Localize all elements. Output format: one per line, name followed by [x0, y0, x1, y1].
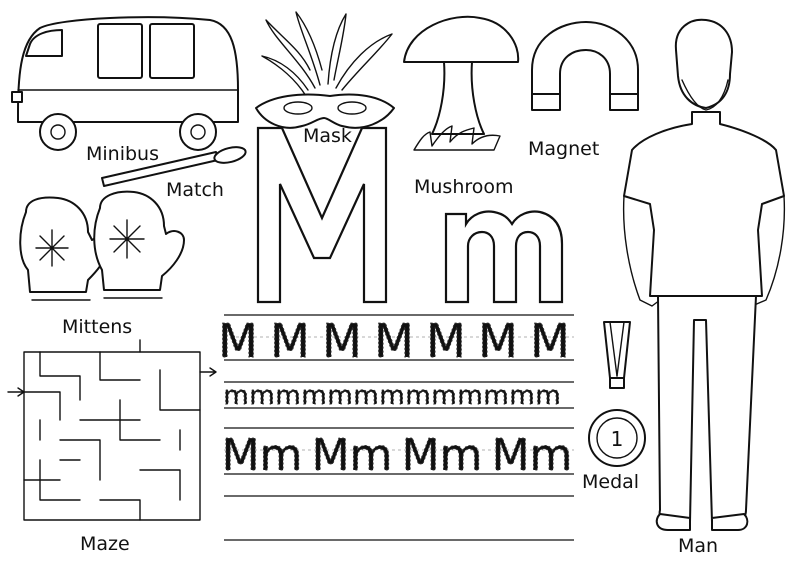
- magnet-illustration: [531, 21, 639, 111]
- big-uppercase-letter: [256, 126, 388, 304]
- minibus-illustration: [11, 16, 239, 151]
- mittens-illustration: [19, 190, 185, 301]
- tracing-letter-upper: M: [374, 314, 414, 368]
- tracing-letter-pair: Mm: [402, 430, 483, 481]
- tracing-letter-upper: M: [270, 314, 310, 368]
- tracing-letter-lower: m: [249, 381, 274, 411]
- tracing-letter-pair: Mm: [312, 430, 393, 481]
- minibus-label: Minibus: [86, 143, 159, 165]
- medal-number: 1: [611, 427, 624, 451]
- medal-illustration: [588, 321, 646, 467]
- medal-label: Medal: [582, 471, 639, 493]
- tracing-letter-upper: M: [322, 314, 362, 368]
- maze-label: Maze: [80, 533, 130, 555]
- maze-illustration: [7, 339, 217, 521]
- mushroom-label: Mushroom: [414, 176, 514, 198]
- tracing-letter-pair: Mm: [222, 430, 303, 481]
- mask-illustration: [255, 11, 395, 129]
- tracing-letter-lower: m: [379, 381, 404, 411]
- man-illustration: [622, 18, 786, 531]
- tracing-letter-pair: Mm: [492, 430, 573, 481]
- tracing-area: [224, 314, 574, 541]
- tracing-letter-upper: M: [426, 314, 466, 368]
- mask-label: Mask: [303, 125, 352, 147]
- tracing-letter-lower: m: [405, 381, 430, 411]
- match-illustration: [101, 146, 247, 187]
- tracing-letter-lower: m: [483, 381, 508, 411]
- tracing-letter-lower: m: [535, 381, 560, 411]
- match-label: Match: [166, 179, 224, 201]
- big-lowercase-letter: [444, 210, 564, 304]
- tracing-letter-lower: m: [223, 381, 248, 411]
- tracing-letter-lower: m: [457, 381, 482, 411]
- tracing-letter-lower: m: [431, 381, 456, 411]
- tracing-letter-lower: m: [275, 381, 300, 411]
- tracing-letter-lower: m: [509, 381, 534, 411]
- tracing-letter-lower: m: [327, 381, 352, 411]
- man-label: Man: [678, 535, 718, 557]
- magnet-label: Magnet: [528, 138, 599, 160]
- tracing-letter-lower: m: [301, 381, 326, 411]
- mushroom-illustration: [403, 15, 520, 151]
- tracing-letter-upper: M: [218, 314, 258, 368]
- tracing-letter-upper: M: [530, 314, 570, 368]
- tracing-letter-lower: m: [353, 381, 378, 411]
- tracing-letter-upper: M: [478, 314, 518, 368]
- mittens-label: Mittens: [62, 316, 132, 338]
